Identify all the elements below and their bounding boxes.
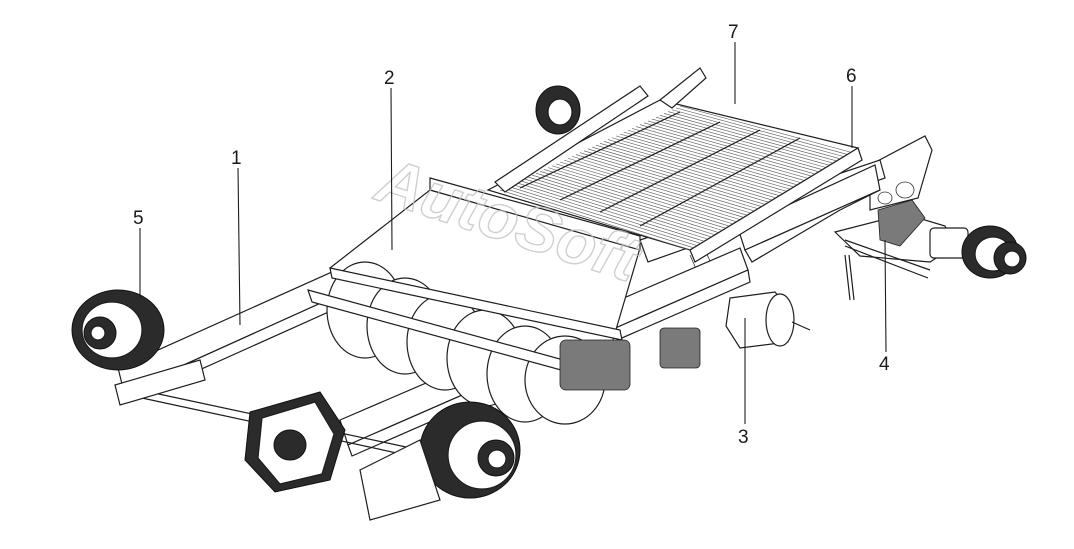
accumulator (659, 291, 811, 369)
sieve-hatch-line (567, 157, 751, 214)
threshing-drum (307, 177, 641, 425)
sieve-hatch-line (499, 189, 691, 251)
callout-4: 4 (879, 354, 890, 375)
sieve-hatch-line (547, 167, 733, 225)
sieve-hatch-line (639, 124, 815, 175)
sieve-hatch-line (599, 143, 779, 196)
sieve-hatch-line (623, 131, 801, 183)
sieve-hatch-line (555, 163, 740, 220)
sieve-hatch-line (535, 172, 723, 231)
sieve-hatch-line (511, 184, 701, 244)
sieve-hatch-line (515, 182, 705, 242)
sieve-hatch-line (571, 156, 755, 212)
sieve-hatch-line (619, 133, 797, 185)
callout-3: 3 (738, 427, 749, 448)
sieve-hatch-line (583, 150, 765, 205)
sieve-hatch-line (523, 178, 712, 238)
sieve-hatch-line (527, 176, 715, 236)
sieve-hatch-line (587, 148, 769, 203)
gearbox (244, 391, 346, 493)
sieve-hatch-line (603, 141, 783, 194)
sieve-hatch-line (627, 129, 804, 181)
callout-5: 5 (133, 208, 144, 229)
sieve-hatch-line (667, 111, 840, 159)
sieve-hatch-line (635, 126, 811, 177)
sieve-hatch-line (679, 105, 851, 153)
sieve-hatch-line (595, 144, 776, 199)
front-right-hub (359, 401, 521, 521)
sieve-hatch-line (559, 161, 744, 218)
sieve-hatch-line (579, 152, 762, 207)
sieve-hatch-line (647, 120, 822, 170)
sieve-hatch-line (519, 180, 708, 240)
leader-1 (237, 167, 241, 326)
rear-left-hub (535, 85, 581, 135)
leader-2 (390, 87, 393, 251)
sieve-section (486, 67, 863, 263)
sieve-hatch-line (663, 113, 836, 162)
callout-6: 6 (846, 66, 857, 87)
sieve-hatch-line (615, 135, 794, 188)
sieve-hatch-line (563, 159, 747, 216)
leader-lines (139, 42, 887, 424)
sieve-hatch-line (607, 139, 787, 192)
sieve-hatch-line (551, 165, 737, 222)
sieve-hatch-line (507, 185, 698, 246)
sieve-hatch-line (531, 174, 719, 233)
callout-2: 2 (384, 68, 395, 89)
callout-7: 7 (728, 22, 739, 43)
sieve-hatch-line (539, 171, 726, 229)
sieve-hatch-line (631, 128, 808, 179)
sieve-hatch-line (611, 137, 790, 190)
sieve-hatch-line (655, 116, 829, 166)
sieve-hatch-line (503, 187, 694, 249)
sieve-hatch-line (575, 154, 758, 209)
sieve-hatch-line (651, 118, 826, 168)
callout-1: 1 (231, 148, 242, 169)
sieve-hatch-line (643, 122, 819, 172)
leader-4 (884, 239, 887, 353)
sieve-hatch-line (675, 107, 847, 155)
sieve-hatch-line (543, 169, 730, 227)
sieve-hatch-line (591, 146, 772, 201)
sieve-hatch-line (659, 115, 833, 164)
sieve-hatch-line (671, 109, 843, 157)
rear-axle (833, 135, 1027, 301)
